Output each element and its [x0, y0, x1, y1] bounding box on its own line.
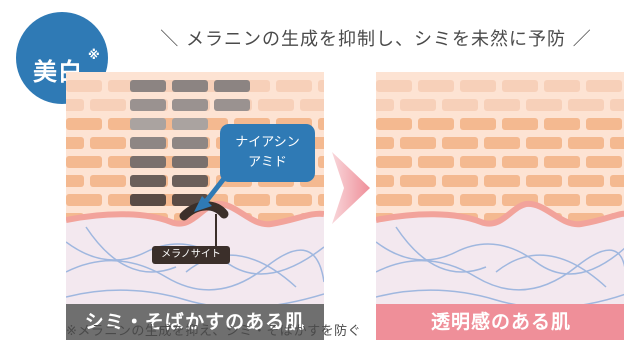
skin-cell	[400, 175, 436, 187]
skin-cell	[484, 99, 520, 111]
skin-cell	[460, 80, 496, 92]
skin-cell	[460, 194, 496, 206]
skin-cell	[568, 175, 604, 187]
skin-cell	[418, 80, 454, 92]
caption-before: シミ・そばかすのある肌	[66, 304, 324, 340]
skin-cell	[418, 194, 454, 206]
melanin-cell	[172, 118, 208, 130]
skin-cell	[544, 194, 580, 206]
skin-cell	[610, 175, 624, 187]
skin-cell	[376, 80, 412, 92]
melanin-cell	[130, 194, 166, 206]
skin-cell	[544, 80, 580, 92]
skin-cell	[442, 137, 478, 149]
headline: ＼ メラニンの生成を抑制し、シミを未然に予防 ／	[160, 29, 592, 50]
melanin-cell	[130, 80, 166, 92]
melanin-cell	[172, 137, 208, 149]
skin-cell	[400, 99, 436, 111]
skin-cell	[442, 99, 478, 111]
melanin-cell	[130, 175, 166, 187]
skin-panel-after: 透明感のある肌	[376, 72, 624, 340]
skin-cell	[460, 118, 496, 130]
skin-cell	[376, 175, 394, 187]
callout-line-1: ナイアシン	[235, 135, 300, 150]
skin-cell	[568, 99, 604, 111]
skin-cell	[502, 156, 538, 168]
melanin-cell	[214, 80, 250, 92]
skin-cell	[418, 156, 454, 168]
melanin-cell	[130, 137, 166, 149]
skin-cell	[66, 156, 102, 168]
skin-cell	[376, 194, 412, 206]
skin-cell	[234, 194, 270, 206]
melanocyte-label: メラノサイト	[152, 246, 230, 264]
callout-pointer-icon	[194, 176, 228, 212]
skin-cell	[318, 156, 324, 168]
skin-cell	[586, 156, 622, 168]
skin-cell	[586, 118, 622, 130]
melanin-cell	[172, 156, 208, 168]
melanin-cell	[172, 99, 208, 111]
skin-cell	[526, 99, 562, 111]
footnote: ※メラニンの生成を抑え、シミ・そばかすを防ぐ	[66, 324, 362, 339]
skin-cell	[400, 137, 436, 149]
skin-cell	[66, 118, 102, 130]
melanin-cell	[214, 99, 250, 111]
skin-cell	[418, 118, 454, 130]
skin-cell	[66, 194, 102, 206]
skin-cell	[90, 175, 126, 187]
skin-cell	[586, 194, 622, 206]
niacinamide-callout: ナイアシン アミド	[220, 124, 315, 182]
skin-cell	[66, 99, 84, 111]
skin-cell	[66, 137, 84, 149]
skin-cell	[276, 80, 312, 92]
caption-after: 透明感のある肌	[376, 304, 624, 340]
skin-cell	[568, 137, 604, 149]
skin-cell	[526, 175, 562, 187]
skin-cell	[544, 156, 580, 168]
callout-line-2: アミド	[248, 155, 287, 170]
skin-cell	[376, 118, 412, 130]
skin-cell	[460, 156, 496, 168]
skin-cell	[376, 156, 412, 168]
melanin-cell	[172, 175, 208, 187]
melanin-cell	[130, 156, 166, 168]
skin-cell	[610, 137, 624, 149]
skin-cell	[526, 137, 562, 149]
melanin-cell	[130, 99, 166, 111]
skin-cell	[610, 99, 624, 111]
skin-cell	[376, 137, 394, 149]
skin-cell	[442, 175, 478, 187]
skin-cell	[502, 118, 538, 130]
badge-footnote-mark: ※	[88, 48, 100, 62]
skin-cell	[484, 137, 520, 149]
skin-cell	[586, 80, 622, 92]
skin-cell	[502, 80, 538, 92]
skin-cell	[484, 175, 520, 187]
skin-cell	[258, 99, 294, 111]
skin-cell	[376, 99, 394, 111]
skin-cell	[318, 80, 324, 92]
melanin-cell	[130, 118, 166, 130]
skin-cell	[318, 118, 324, 130]
melanin-cell	[172, 80, 208, 92]
skin-cell	[544, 118, 580, 130]
skin-cell	[276, 194, 312, 206]
skin-cell	[66, 175, 84, 187]
skin-cell	[90, 99, 126, 111]
skin-cell	[90, 137, 126, 149]
transition-arrow-icon	[330, 150, 372, 230]
skin-cell	[66, 80, 102, 92]
skin-cell	[318, 194, 324, 206]
skin-illustration-after	[376, 72, 624, 340]
skin-cell	[300, 99, 324, 111]
